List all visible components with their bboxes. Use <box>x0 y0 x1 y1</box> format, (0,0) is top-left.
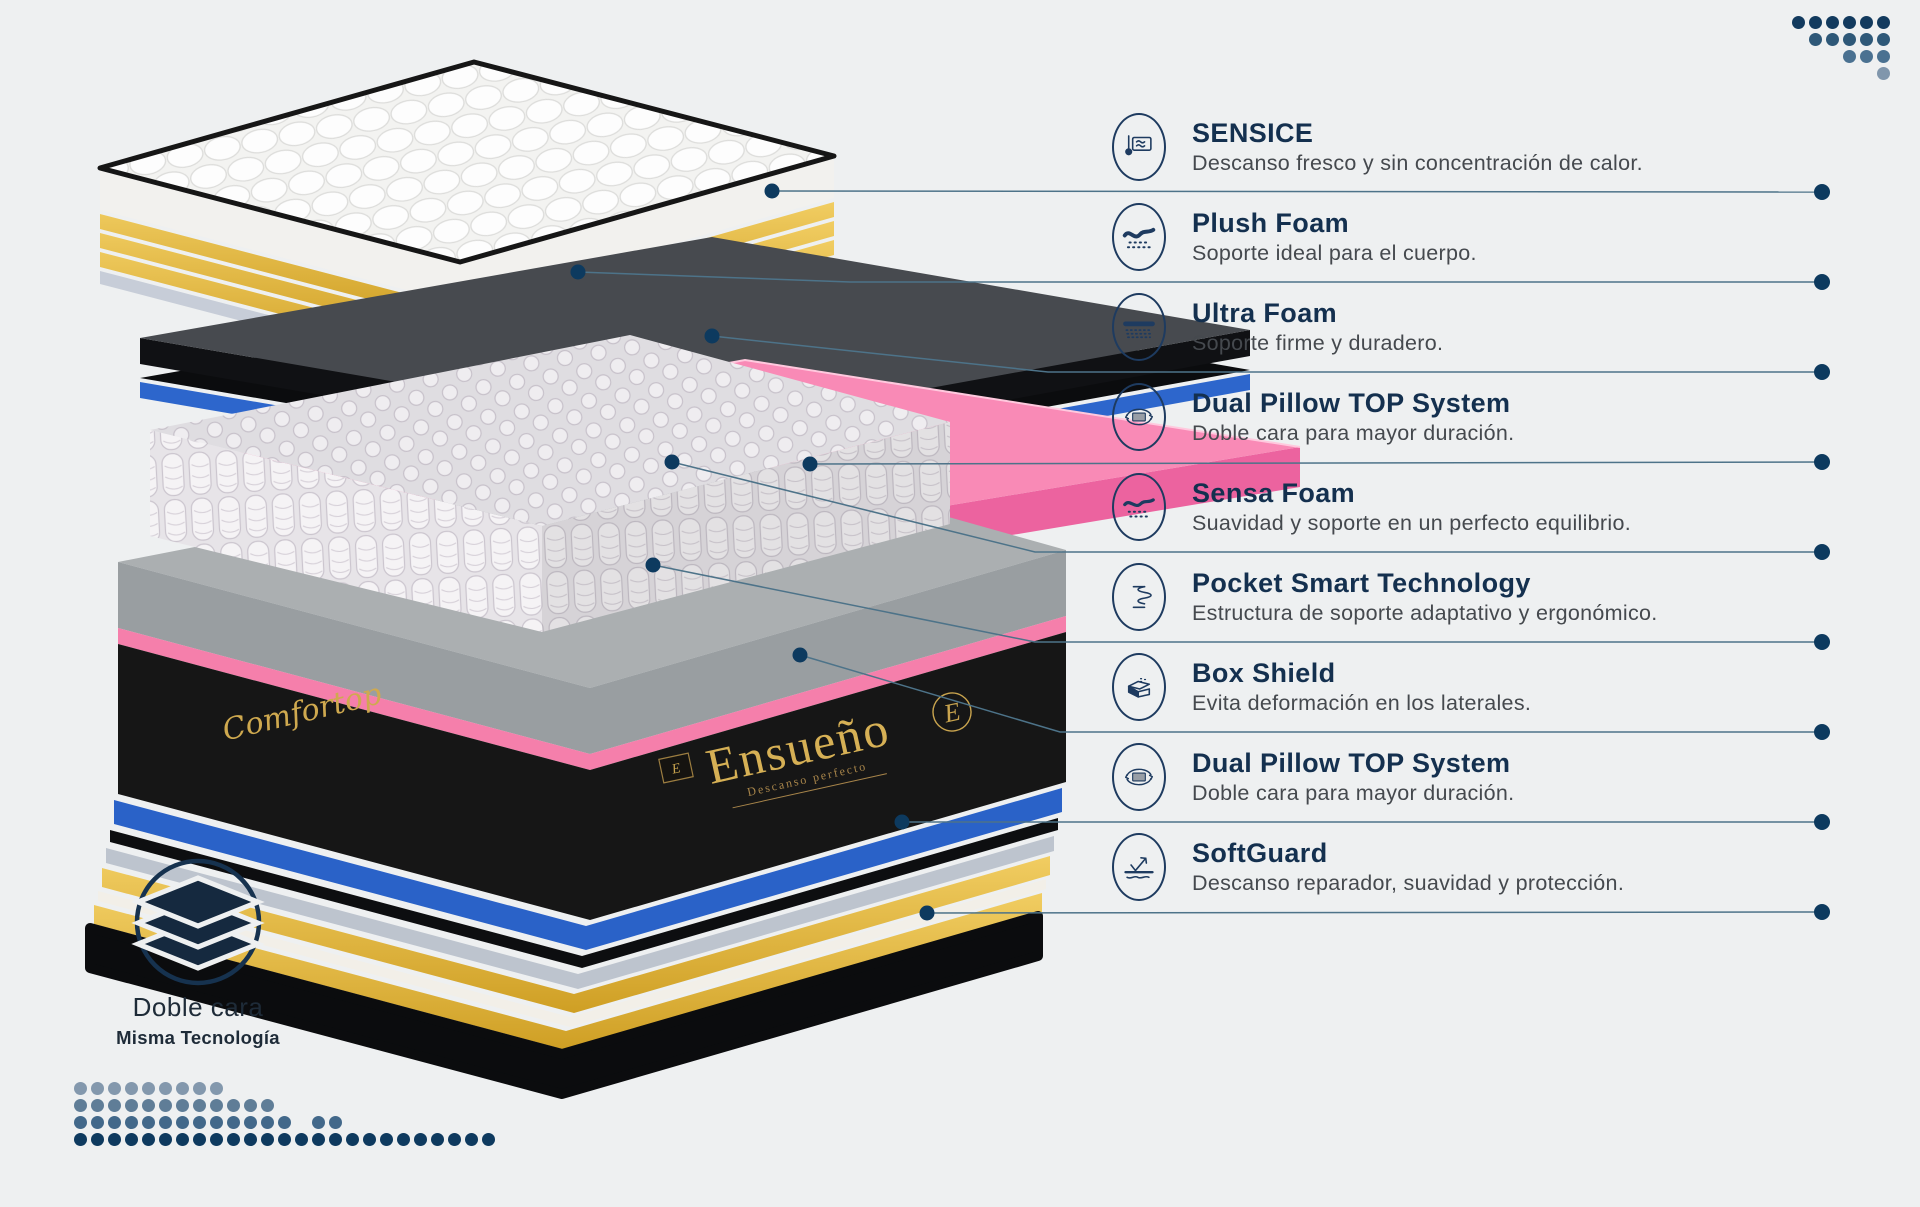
callout-dot <box>1814 814 1830 830</box>
layer-bottom-stack <box>85 788 1062 1099</box>
layer-mattress-body: Comfortop Ensueño Descanso perfecto E E <box>85 335 1066 1099</box>
layer-quilt-assembly <box>97 59 837 378</box>
callout-dot <box>1814 274 1830 290</box>
callout-dot <box>792 647 808 663</box>
callout-lines <box>570 183 1830 921</box>
callout-dot <box>664 454 680 470</box>
callout-dot <box>645 557 661 573</box>
brand-label-patch: E <box>658 752 694 784</box>
callout-dot <box>1814 724 1830 740</box>
callout-dot <box>570 264 586 280</box>
callout-dot <box>1814 364 1830 380</box>
callout-dot <box>1814 904 1830 920</box>
brand-emblem: E <box>932 692 972 732</box>
callout-dot <box>1814 454 1830 470</box>
double-sided-badge-icon <box>131 858 265 986</box>
callout-dot <box>1814 184 1830 200</box>
svg-text:E: E <box>670 761 683 778</box>
callout-dot <box>919 905 935 921</box>
callout-dot <box>894 814 910 830</box>
callout-dot <box>802 456 818 472</box>
decor-dots-bottom-left <box>74 1082 495 1146</box>
double-sided-badge-labels: Doble cara Misma Tecnología <box>58 992 338 1049</box>
layer-pocket-springs <box>150 335 950 632</box>
badge-title: Doble cara <box>132 992 264 1022</box>
badge-subtitle: Misma Tecnología <box>116 1027 280 1048</box>
svg-text:E: E <box>940 697 963 729</box>
decor-dots-top-right <box>1792 16 1890 80</box>
callout-dot <box>1814 634 1830 650</box>
callout-dot <box>704 328 720 344</box>
callout-dot <box>1814 544 1830 560</box>
callout-dot <box>764 183 780 199</box>
